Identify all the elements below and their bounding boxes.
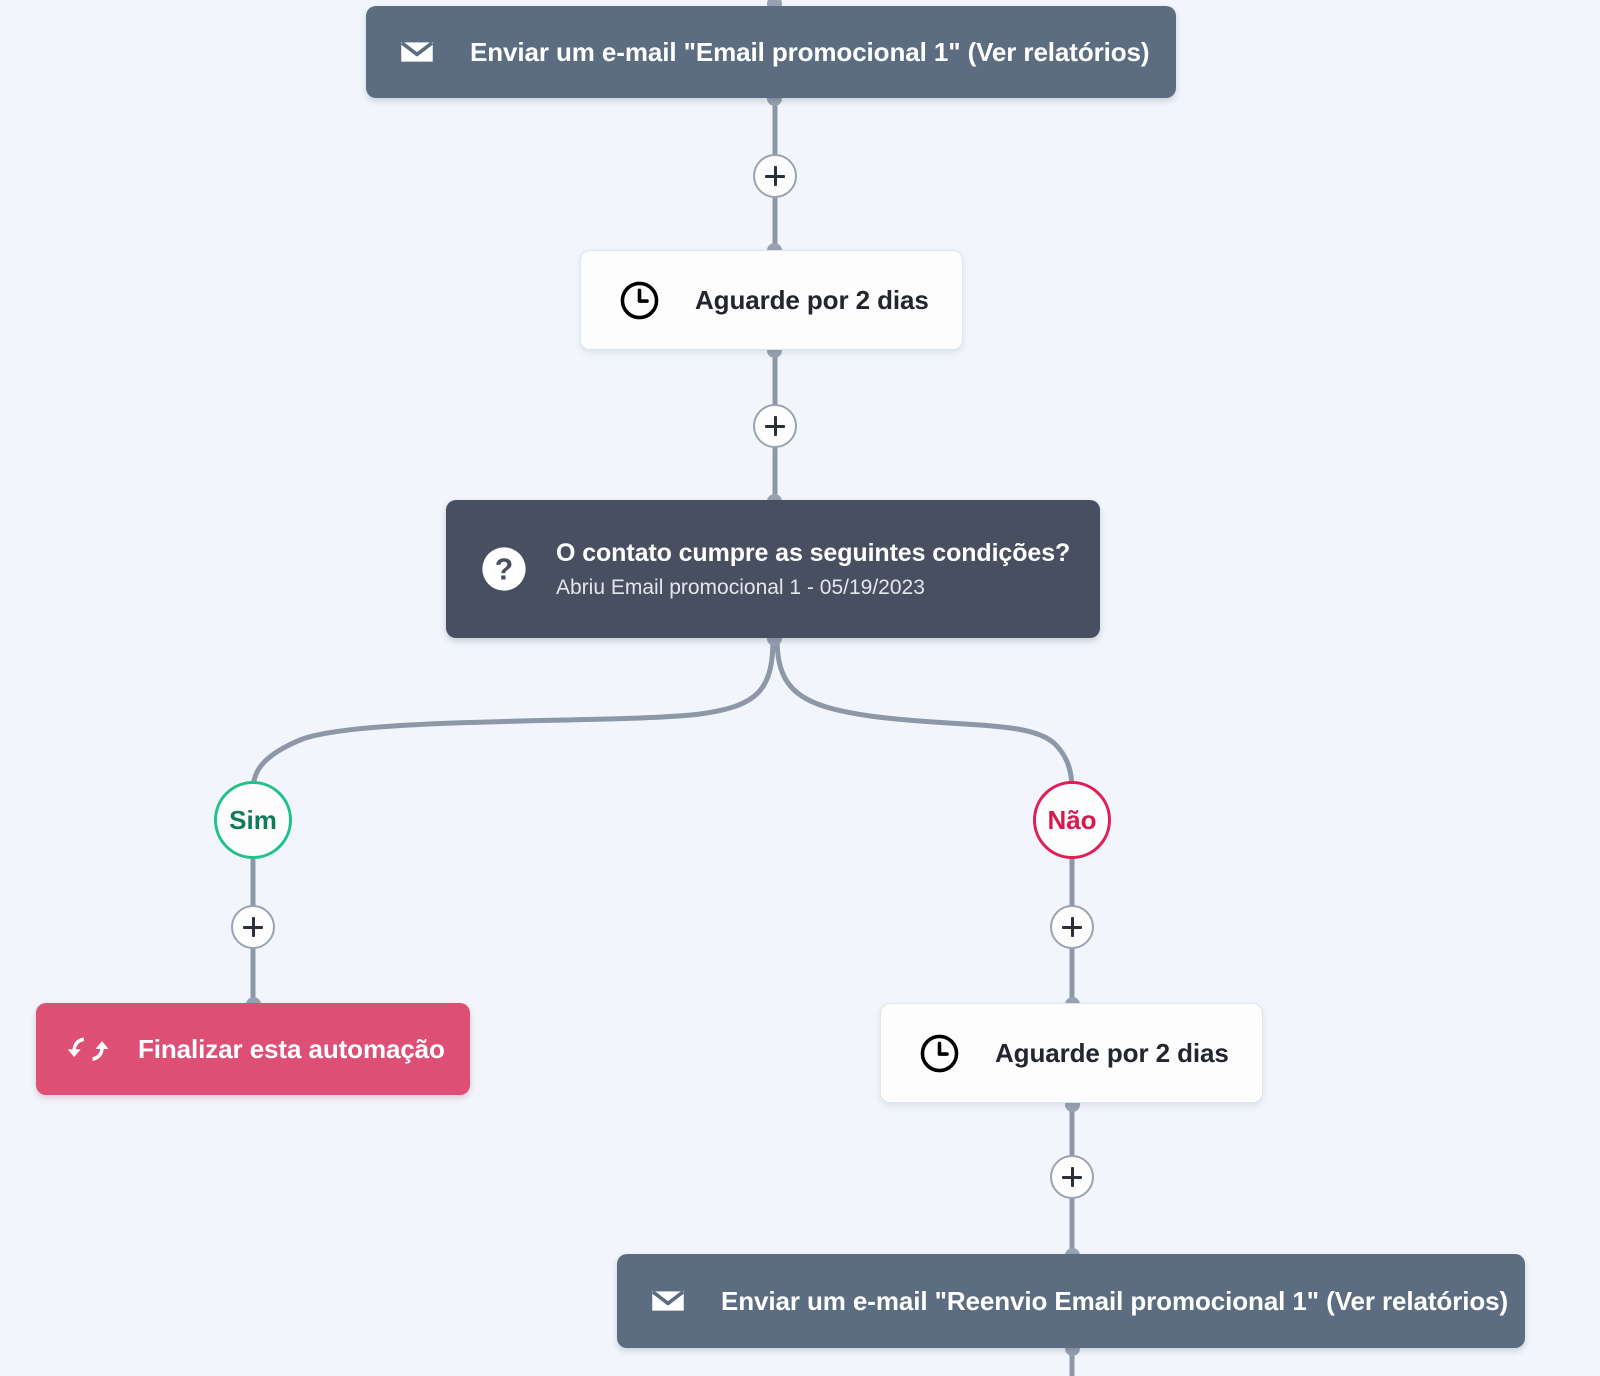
node-email-reenvio[interactable]: Enviar um e-mail "Reenvio Email promocio… — [617, 1254, 1525, 1348]
svg-text:?: ? — [495, 554, 513, 587]
node-label: Aguarde por 2 dias — [995, 1037, 1229, 1068]
node-email-promocional-1[interactable]: Enviar um e-mail "Email promocional 1" (… — [366, 6, 1176, 98]
add-step-button-after-wait-top[interactable] — [753, 404, 797, 448]
branch-yes[interactable]: Sim — [214, 781, 292, 859]
node-wait-top[interactable]: Aguarde por 2 dias — [580, 250, 963, 350]
node-label: Aguarde por 2 dias — [695, 284, 929, 315]
node-label: Enviar um e-mail "Email promocional 1" (… — [470, 36, 1150, 67]
node-label: Enviar um e-mail "Reenvio Email promocio… — [721, 1285, 1509, 1316]
condition-subtitle: Abriu Email promocional 1 - 05/19/2023 — [556, 575, 925, 599]
node-end-automation[interactable]: Finalizar esta automação — [36, 1003, 470, 1095]
question-mark-icon: ? — [478, 543, 530, 595]
node-wait-no-branch[interactable]: Aguarde por 2 dias — [880, 1003, 1263, 1103]
clock-icon — [915, 1029, 963, 1077]
node-label: Finalizar esta automação — [138, 1033, 445, 1064]
branch-no[interactable]: Não — [1033, 781, 1111, 859]
node-condition[interactable]: ? O contato cumpre as seguintes condiçõe… — [446, 500, 1100, 638]
connector-dot — [767, 0, 782, 11]
clock-icon — [615, 276, 663, 324]
add-step-button-after-branch-no[interactable] — [1050, 905, 1094, 949]
envelope-icon — [645, 1278, 691, 1324]
loop-arrows-icon — [64, 1027, 112, 1071]
add-step-button-after-branch-yes[interactable] — [231, 905, 275, 949]
condition-title: O contato cumpre as seguintes condições? — [556, 538, 1071, 567]
add-step-button-after-wait-no-branch[interactable] — [1050, 1155, 1094, 1199]
envelope-icon — [394, 29, 440, 75]
add-step-button-after-email-promocional-1[interactable] — [753, 154, 797, 198]
branch-yes-label: Sim — [229, 804, 277, 835]
branch-no-label: Não — [1047, 804, 1097, 835]
